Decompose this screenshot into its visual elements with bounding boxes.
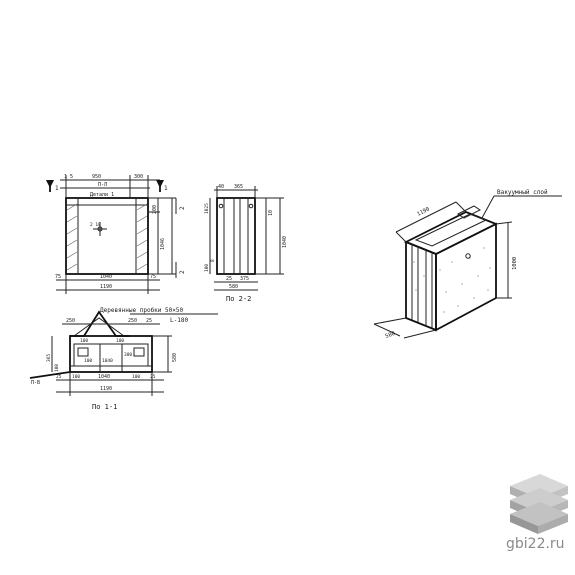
side-left-dim-1: 1025: [204, 203, 210, 214]
front-view: 1 1 1 5 950 300 П-Л Детали 1 2 10 200 10…: [46, 174, 186, 294]
side-view: 40 365 1025 100 8 10 1040 25 375 580 По …: [204, 184, 288, 303]
front-bottom-dim-2: 1040: [100, 274, 112, 280]
section-flag-right: 1: [164, 185, 168, 192]
front-far-dim-2: 2: [179, 270, 186, 274]
plan-top-dim-3: 25: [146, 318, 152, 324]
plan-view: Деревянные пробки 50×50 L-180 250 250 25…: [29, 307, 218, 411]
plan-inner-dim-2: 100: [116, 338, 124, 344]
front-right-dim-1: 200: [152, 205, 158, 214]
front-outline: [65, 197, 149, 275]
front-top-dim-2: 950: [92, 174, 101, 180]
plan-right-dim: 580: [172, 353, 178, 362]
iso-dim-1: 1190: [416, 206, 431, 217]
plan-bottom-dim-4: 100: [132, 374, 140, 380]
front-overall-width: 1190: [100, 284, 112, 290]
side-top-dim-2: 365: [234, 184, 243, 190]
watermark-site: gbi22.ru: [506, 536, 565, 552]
plan-left-dim-1: 365: [46, 354, 52, 362]
front-far-dim-1: 2: [179, 206, 186, 210]
side-overall-width: 580: [229, 284, 238, 290]
side-bottom-dim-1: 25: [226, 276, 232, 282]
plan-bottom-dim-2: 100: [72, 374, 80, 380]
plan-bottom-dim-5: 25: [150, 374, 156, 380]
side-right-dim-2: 1040: [282, 236, 288, 248]
side-right-dim-1: 10: [268, 210, 274, 216]
isometric-view: Вакуумный слой 1190 1000 580: [373, 189, 562, 340]
watermark-logo: [510, 474, 568, 534]
front-bottom-dim-1: 75: [55, 274, 61, 280]
plan-inner-dim-1: 100: [80, 338, 88, 344]
iso-dim-3: 580: [385, 331, 396, 340]
front-top-dim-3: 300: [134, 174, 143, 180]
front-right-dim-2: 1046: [160, 238, 166, 250]
side-caption: По 2-2: [226, 295, 251, 303]
section-flag-left: 1: [55, 185, 59, 192]
plan-bottom-dim-3: 1040: [98, 374, 110, 380]
plan-top-dim-1: 250: [66, 318, 75, 324]
front-top-dim-1: 1 5: [64, 174, 73, 180]
iso-callout: Вакуумный слой: [497, 189, 548, 196]
plan-section-mark: П-В: [31, 380, 40, 386]
side-top-dim-1: 40: [218, 184, 224, 190]
front-bottom-dim-3: 75: [150, 274, 156, 280]
side-left-dim-3: 8: [210, 259, 216, 262]
front-detail-label: Детали 1: [90, 192, 114, 198]
plan-overall-width: 1190: [100, 386, 112, 392]
plan-left-dim-2: 100: [54, 364, 60, 372]
plan-note: Деревянные пробки 50×50: [100, 307, 183, 314]
iso-dim-2: 1000: [512, 257, 518, 270]
front-inner-label: 2 10: [90, 222, 101, 228]
plan-inner-dim-5: 100: [84, 358, 92, 364]
plan-caption: По 1-1: [92, 403, 117, 411]
plan-inner-dim-3: 1040: [102, 358, 113, 364]
side-left-dim-2: 100: [204, 264, 210, 272]
side-bottom-dim-2: 375: [240, 276, 249, 282]
plan-bottom-dim-1: 25: [56, 374, 62, 380]
plan-note-2: L-180: [170, 317, 188, 324]
plan-inner-dim-4: 380: [124, 352, 132, 358]
plan-top-dim-2: 250: [128, 318, 137, 324]
front-section-mark: П-Л: [98, 182, 107, 188]
